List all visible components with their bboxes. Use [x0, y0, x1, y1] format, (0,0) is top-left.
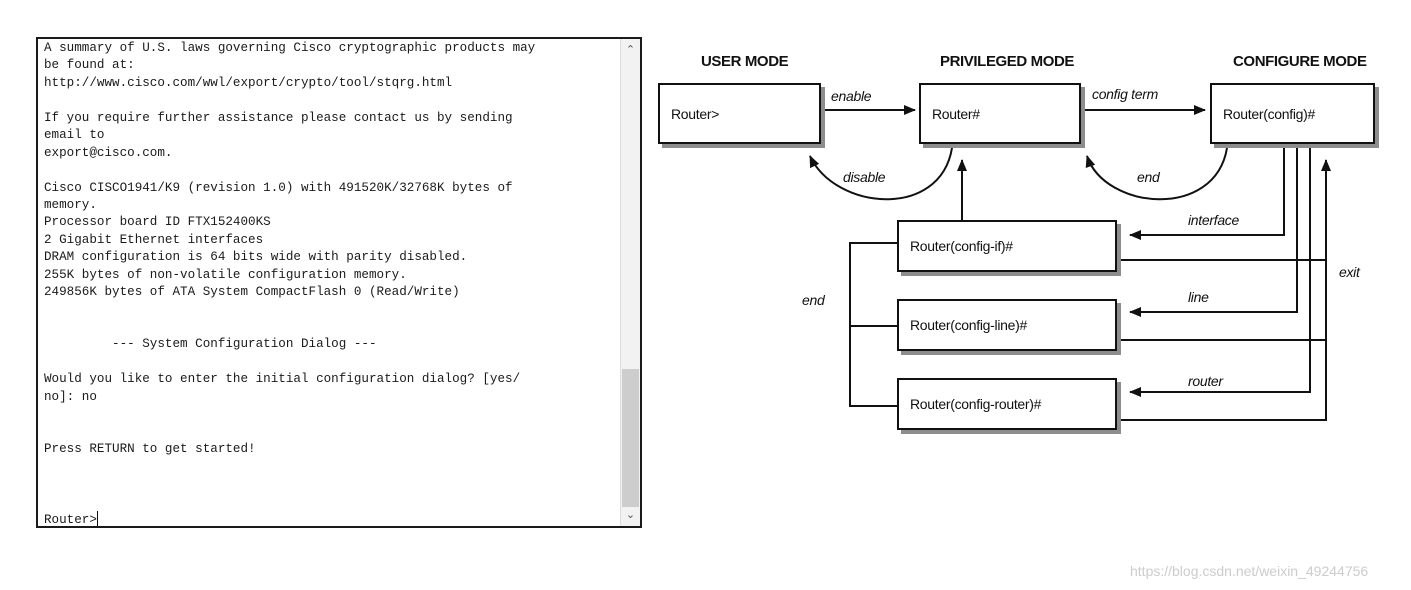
- terminal-line: 249856K bytes of ATA System CompactFlash…: [44, 285, 460, 300]
- interface-arrow: [1129, 148, 1285, 240]
- terminal-line: [44, 406, 622, 423]
- exit-arrow: [1117, 159, 1331, 421]
- terminal-line: [44, 354, 622, 371]
- terminal-line: [44, 459, 622, 476]
- terminal-window[interactable]: A summary of U.S. laws governing Cisco c…: [36, 37, 642, 528]
- user-mode-box: Router>: [658, 83, 821, 144]
- disable-label: disable: [843, 169, 886, 185]
- terminal-line: email to: [44, 128, 105, 143]
- disable-arrow: [809, 147, 953, 201]
- exit-label: exit: [1339, 264, 1360, 280]
- terminal-line: [44, 92, 622, 109]
- router-arrow: [1129, 148, 1311, 397]
- config-router-box: Router(config-router)#: [897, 378, 1117, 430]
- terminal-line: Cisco CISCO1941/K9 (revision 1.0) with 4…: [44, 180, 513, 195]
- terminal-output[interactable]: A summary of U.S. laws governing Cisco c…: [44, 40, 622, 526]
- end-label-top: end: [1137, 169, 1160, 185]
- chevron-down-icon[interactable]: ⌄: [625, 508, 636, 521]
- terminal-line: [44, 476, 622, 493]
- interface-label: interface: [1188, 212, 1239, 228]
- terminal-line: Press RETURN to get started!: [44, 442, 256, 457]
- terminal-line: DRAM configuration is 64 bits wide with …: [44, 250, 468, 265]
- config-line-box: Router(config-line)#: [897, 299, 1117, 351]
- terminal-line: [44, 302, 622, 319]
- terminal-line: Processor board ID FTX152400KS: [44, 215, 271, 230]
- terminal-line: Would you like to enter the initial conf…: [44, 372, 521, 387]
- router-label: router: [1188, 373, 1223, 389]
- terminal-line: be found at:: [44, 58, 135, 73]
- text-cursor: [96, 510, 98, 526]
- terminal-line: [44, 424, 622, 441]
- watermark: https://blog.csdn.net/weixin_49244756: [1130, 563, 1369, 579]
- line-arrow: [1129, 148, 1298, 317]
- terminal-line: If you require further assistance please…: [44, 110, 513, 125]
- enable-label: enable: [831, 88, 872, 104]
- configure-mode-box: Router(config)#: [1210, 83, 1375, 144]
- terminal-line: 255K bytes of non-volatile configuration…: [44, 267, 407, 282]
- end-label-left: end: [802, 292, 825, 308]
- end-arrow-top: [1085, 147, 1228, 201]
- terminal-line: [44, 162, 622, 179]
- terminal-line: [44, 493, 622, 510]
- privileged-mode-title: PRIVILEGED MODE: [940, 53, 1075, 70]
- configure-mode-title: CONFIGURE MODE: [1233, 53, 1367, 70]
- line-label: line: [1188, 289, 1209, 305]
- user-mode-title: USER MODE: [701, 53, 789, 70]
- terminal-line: A summary of U.S. laws governing Cisco c…: [44, 41, 536, 55]
- chevron-up-icon[interactable]: ⌃: [625, 43, 636, 56]
- terminal-line: no]: no: [44, 389, 97, 404]
- terminal-line: --- System Configuration Dialog ---: [44, 337, 377, 352]
- config-term-label: config term: [1092, 86, 1158, 102]
- terminal-prompt-line[interactable]: Router>: [44, 510, 622, 526]
- privileged-mode-box: Router#: [919, 83, 1081, 144]
- terminal-line: http://www.cisco.com/wwl/export/crypto/t…: [44, 75, 453, 90]
- config-if-box: Router(config-if)#: [897, 220, 1117, 272]
- terminal-line: memory.: [44, 197, 97, 212]
- end-bracket: [849, 242, 897, 407]
- scrollbar-thumb[interactable]: [622, 369, 639, 507]
- vertical-scrollbar[interactable]: ⌃ ⌄: [620, 39, 640, 526]
- terminal-line: export@cisco.com.: [44, 145, 173, 160]
- terminal-line: 2 Gigabit Ethernet interfaces: [44, 232, 264, 247]
- terminal-prompt: Router>: [44, 512, 97, 526]
- ios-modes-diagram: USER MODE PRIVILEGED MODE CONFIGURE MODE…: [650, 30, 1410, 450]
- terminal-line: [44, 319, 622, 336]
